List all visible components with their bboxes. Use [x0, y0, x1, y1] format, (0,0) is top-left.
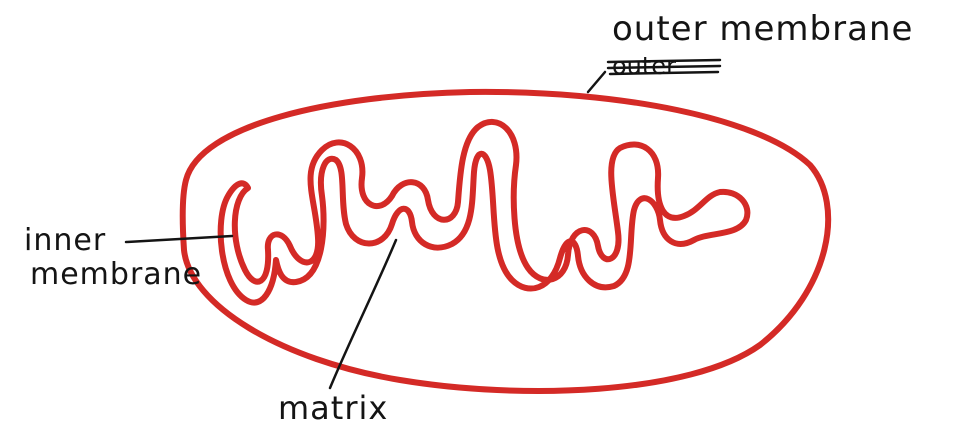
- outer-membrane-label: outer membrane: [612, 12, 913, 46]
- matrix-label: matrix: [278, 392, 388, 424]
- outer-membrane-pointer: [588, 72, 605, 92]
- inner-membrane-label-line2: membrane: [30, 260, 202, 290]
- outer-membrane-outline: [183, 92, 828, 391]
- inner-membrane-cristae: [221, 122, 748, 303]
- inner-membrane-label-line1: inner: [24, 226, 106, 256]
- matrix-pointer: [330, 240, 396, 388]
- inner-membrane-pointer: [126, 236, 232, 242]
